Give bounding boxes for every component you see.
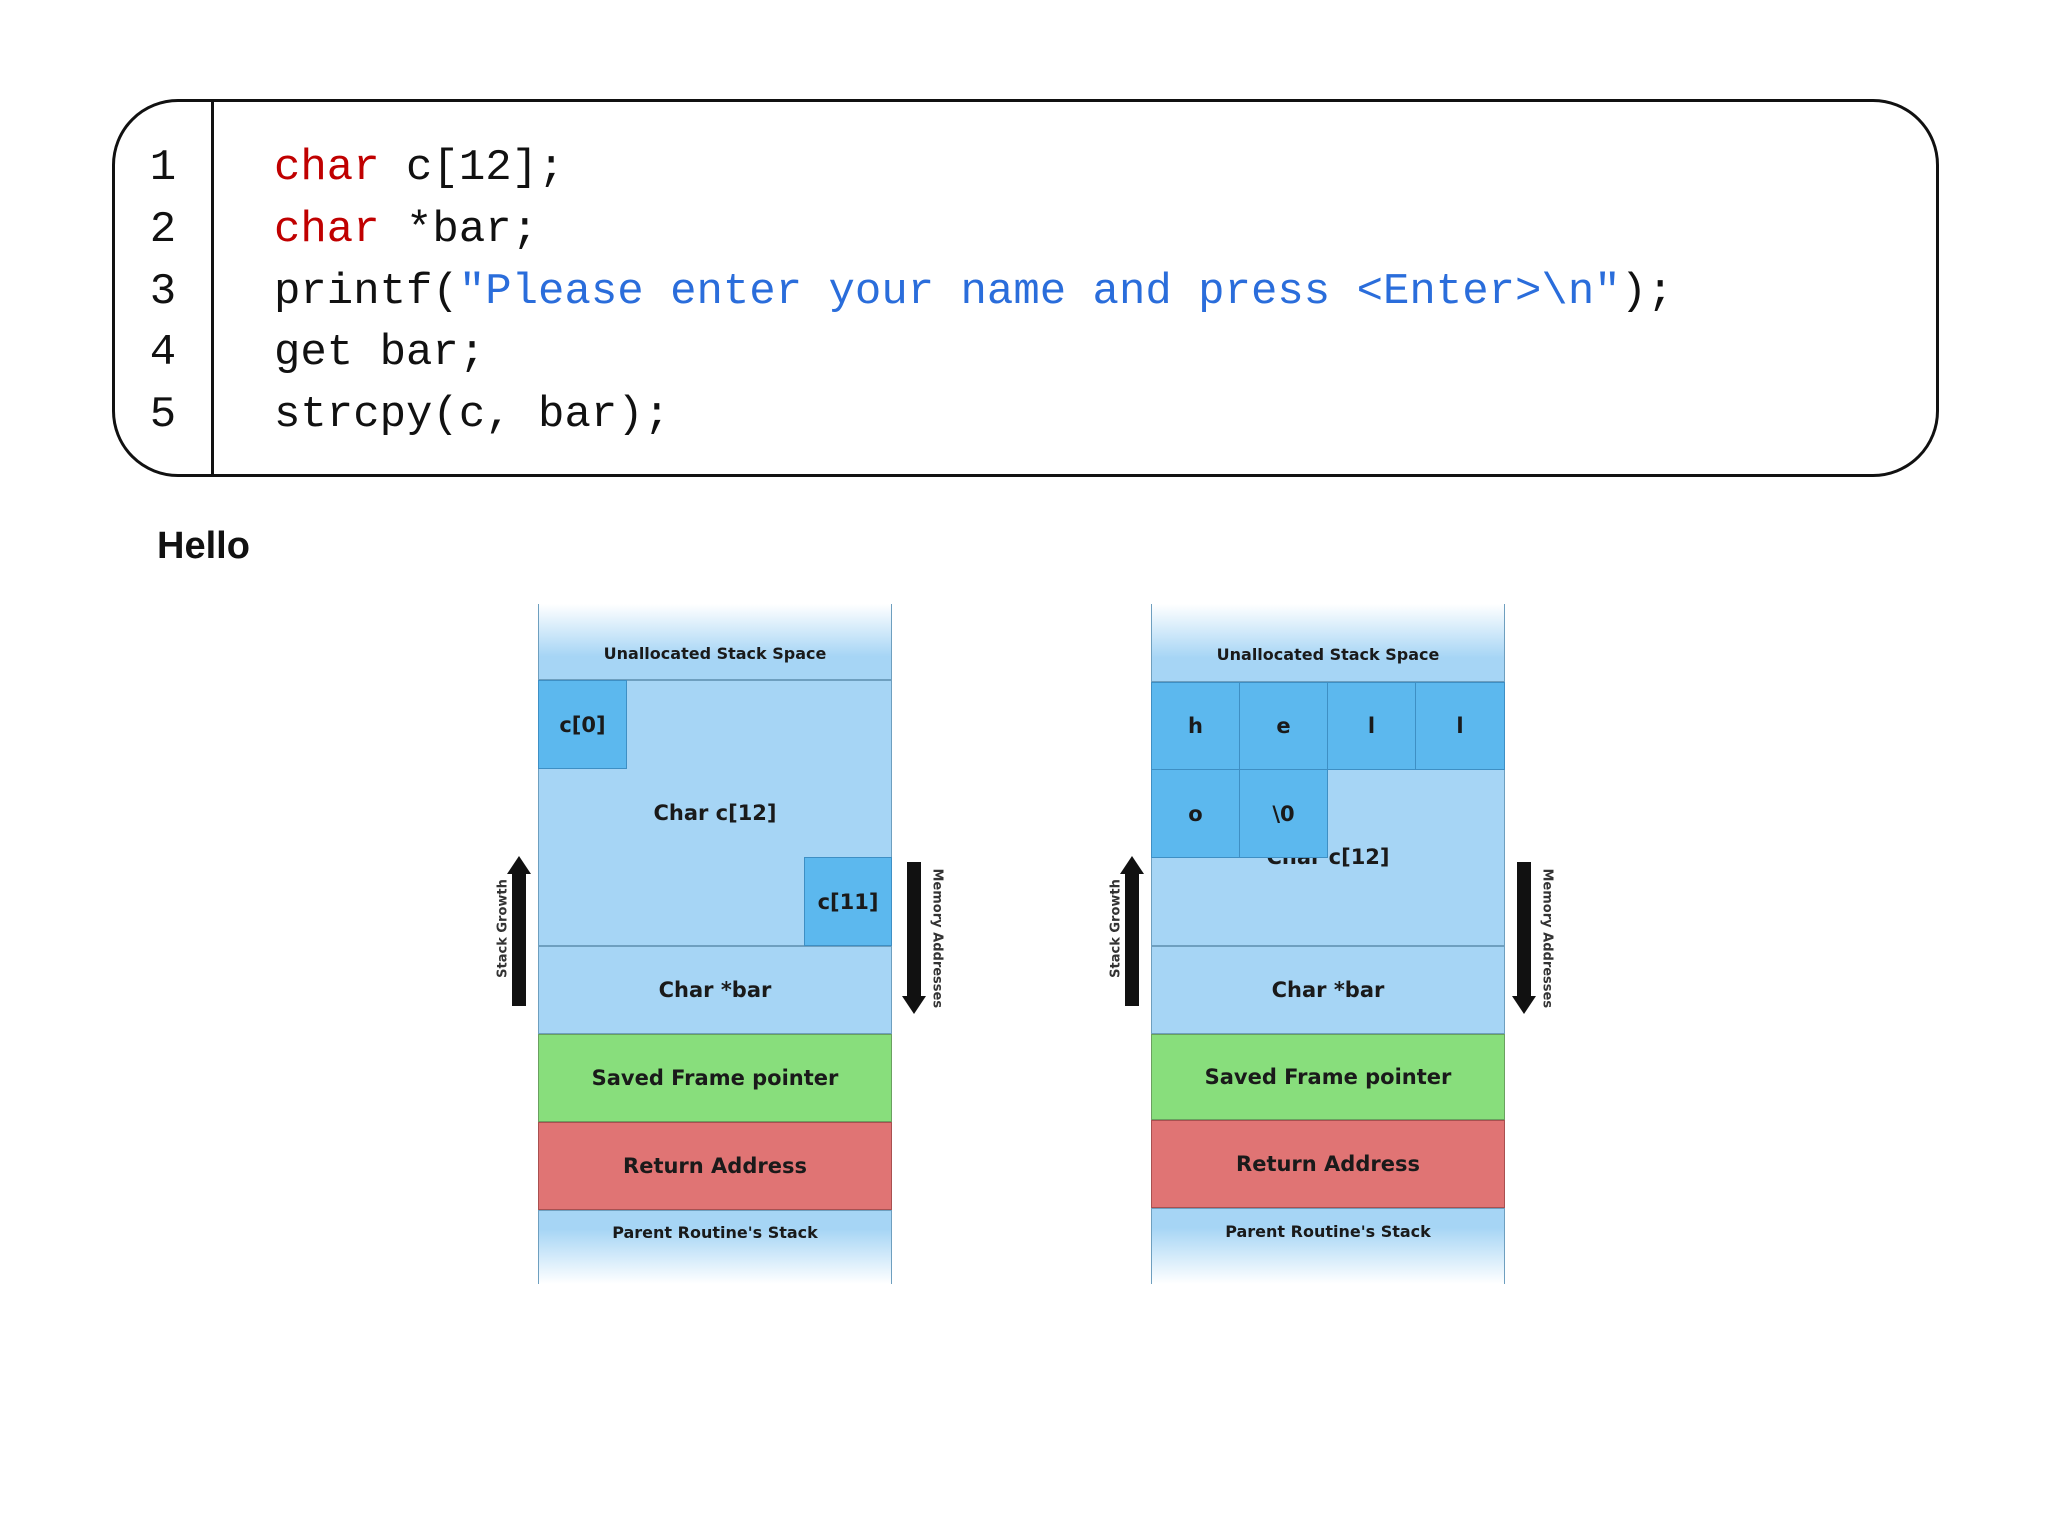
char-bar-pointer: Char *bar — [538, 946, 892, 1034]
line-number: 5 — [149, 390, 177, 440]
cell-l: l — [1327, 682, 1416, 770]
code-text: ); — [1620, 267, 1674, 317]
parent-routine-stack: Parent Routine's Stack — [1151, 1208, 1505, 1284]
parent-routine-stack: Parent Routine's Stack — [538, 1210, 892, 1284]
keyword: char — [274, 205, 380, 255]
arrow-up-icon — [507, 856, 531, 874]
code-line-3: printf("Please enter your name and press… — [274, 262, 1673, 323]
cell-e: e — [1239, 682, 1328, 770]
return-address: Return Address — [538, 1122, 892, 1210]
line-number: 3 — [149, 267, 177, 317]
arrow-down-icon — [902, 996, 926, 1014]
code-text: *bar; — [379, 205, 539, 255]
stack-diagram-before: Unallocated Stack Space Char c[12] c[0] … — [538, 604, 892, 1284]
stack-growth-label: Stack Growth — [1108, 879, 1124, 978]
memory-addresses-label: Memory Addresses — [929, 868, 945, 1009]
cell-null-terminator: \0 — [1239, 769, 1328, 858]
saved-frame-pointer: Saved Frame pointer — [1151, 1034, 1505, 1120]
stack-growth-label: Stack Growth — [495, 879, 511, 978]
unallocated-stack-space: Unallocated Stack Space — [538, 604, 892, 680]
string-literal: "Please enter your name and press <Enter… — [458, 267, 1621, 317]
stack-growth-arrow — [512, 872, 526, 1006]
code-line-4: get bar; — [274, 328, 486, 378]
code-text: c[12]; — [379, 143, 565, 193]
unallocated-stack-space: Unallocated Stack Space — [1151, 604, 1505, 682]
code-line-2: char *bar; — [274, 200, 538, 261]
memory-addresses-label: Memory Addresses — [1539, 868, 1555, 1009]
cell-o: o — [1151, 769, 1240, 858]
cell-c0: c[0] — [538, 680, 627, 769]
line-number: 2 — [149, 205, 177, 255]
code-line-1: char c[12]; — [274, 138, 564, 199]
gutter-divider — [211, 102, 214, 474]
code-text: printf( — [274, 267, 459, 317]
code-listing: 1 2 3 4 5 char c[12]; char *bar; printf(… — [112, 99, 1939, 477]
memory-addresses-arrow — [1517, 862, 1531, 998]
code-line-5: strcpy(c, bar); — [274, 390, 671, 440]
char-bar-pointer: Char *bar — [1151, 946, 1505, 1034]
memory-addresses-arrow — [907, 862, 921, 998]
cell-l: l — [1415, 682, 1505, 770]
line-number: 4 — [149, 328, 177, 378]
line-number: 1 — [149, 143, 177, 193]
stack-growth-arrow — [1125, 872, 1139, 1006]
arrow-up-icon — [1120, 856, 1144, 874]
stack-diagram-after: Unallocated Stack Space Char c[12] h e l… — [1151, 604, 1505, 1284]
return-address: Return Address — [1151, 1120, 1505, 1208]
cell-h: h — [1151, 682, 1240, 770]
cell-c11: c[11] — [804, 857, 892, 946]
saved-frame-pointer: Saved Frame pointer — [538, 1034, 892, 1122]
keyword: char — [274, 143, 380, 193]
arrow-down-icon — [1512, 996, 1536, 1014]
hello-heading: Hello — [157, 525, 250, 567]
